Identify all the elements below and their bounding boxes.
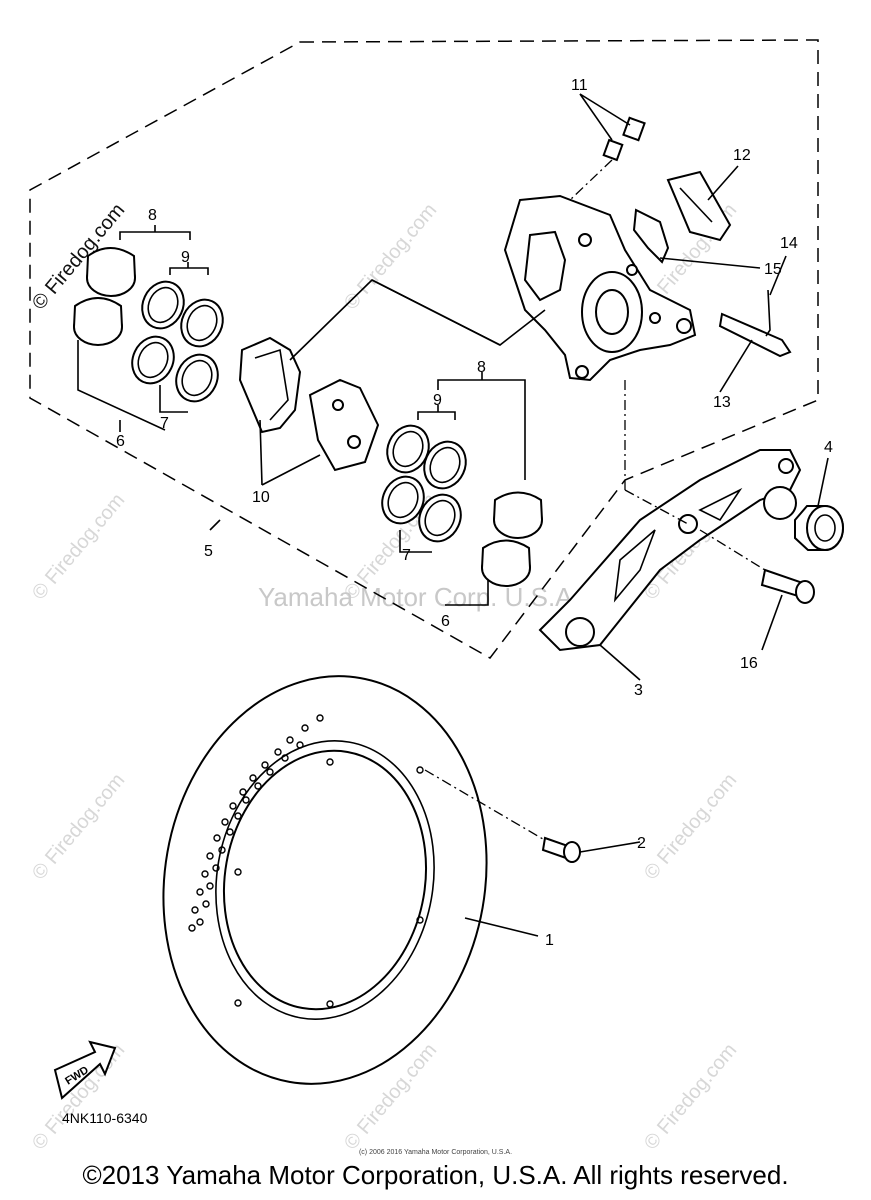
- callout-2: 2: [637, 835, 646, 852]
- callout-6-left: 6: [116, 433, 125, 450]
- caliper-bracket: [538, 449, 802, 652]
- callout-10: 10: [252, 489, 270, 506]
- brake-pad-1: [238, 336, 302, 434]
- bracket-bolt: [760, 568, 815, 604]
- pad-spring: [666, 170, 732, 242]
- piston-left: [73, 247, 136, 346]
- callout-15: 15: [764, 261, 782, 278]
- tiny-copyright: (c) 2006 2016 Yamaha Motor Corporation, …: [358, 1149, 513, 1156]
- callout-1: 1: [545, 932, 554, 949]
- pad-clip: [632, 208, 670, 264]
- callouts: 1 2 3 4 5 6 6 7 7 8 8 9 9 10 11 12 13 14…: [116, 77, 833, 949]
- callout-8-left: 8: [148, 207, 157, 224]
- piston-seals-right: [381, 424, 467, 543]
- bleed-screw: [602, 116, 646, 162]
- callout-13: 13: [713, 394, 731, 411]
- callout-12: 12: [733, 147, 751, 164]
- disc-bolt: [541, 836, 581, 863]
- yamaha-watermark: Yamaha Motor Corp. U.S.A.: [258, 582, 580, 612]
- fwd-arrow-icon: FWD: [53, 1040, 117, 1100]
- diagram-code: 4NK110-6340: [62, 1110, 148, 1126]
- caliper-body: [503, 194, 697, 382]
- brake-disc: [162, 675, 488, 1085]
- callout-9-left: 9: [181, 249, 190, 266]
- copyright-notice: ©2013 Yamaha Motor Corporation, U.S.A. A…: [82, 1160, 789, 1190]
- callout-3: 3: [634, 682, 643, 699]
- caliper-assembly-boundary: [29, 39, 819, 659]
- pad-pin: [718, 312, 792, 358]
- piston-seals-left: [131, 280, 224, 403]
- callout-7-left: 7: [160, 415, 169, 432]
- disc-holes: [188, 714, 424, 1008]
- brake-pad-2: [308, 378, 380, 472]
- leader-lines: [77, 93, 829, 937]
- callout-5: 5: [204, 543, 213, 560]
- callout-11: 11: [571, 77, 588, 94]
- callout-6-right: 6: [441, 613, 450, 630]
- callout-4: 4: [824, 439, 833, 456]
- piston-right: [481, 491, 543, 587]
- callout-8-right: 8: [477, 359, 486, 376]
- callout-9-right: 9: [433, 392, 442, 409]
- collar: [794, 505, 844, 551]
- callout-16: 16: [740, 655, 758, 672]
- callout-7-right: 7: [402, 547, 411, 564]
- pin-clip: [765, 289, 771, 337]
- callout-14: 14: [780, 235, 798, 252]
